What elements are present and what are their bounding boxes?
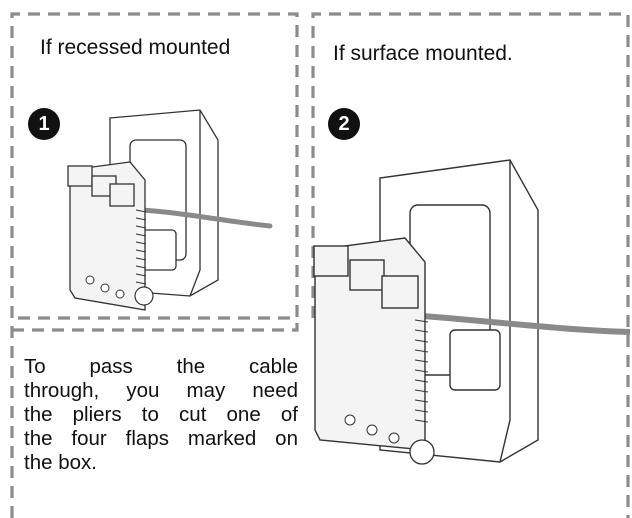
step-1-badge: 1 — [28, 108, 60, 140]
cable-note: To pass the cable through, you may need … — [24, 355, 298, 475]
recessed-title: If recessed mounted — [40, 36, 231, 59]
note-line-1: To pass the cable — [24, 355, 298, 378]
surface-device-illustration — [313, 159, 630, 465]
recessed-device-illustration — [67, 109, 273, 311]
note-panel-border — [12, 318, 299, 332]
note-line-2: through, you may need — [24, 379, 298, 402]
step-2-badge: 2 — [328, 108, 360, 140]
note-line-3: the pliers to cut one of — [24, 403, 298, 426]
recessed-panel-border — [10, 12, 299, 518]
surface-title: If surface mounted. — [333, 42, 513, 65]
note-line-5: the box. — [24, 451, 97, 474]
note-line-4: the four flaps marked on — [24, 427, 298, 450]
surface-panel-border — [311, 12, 630, 518]
